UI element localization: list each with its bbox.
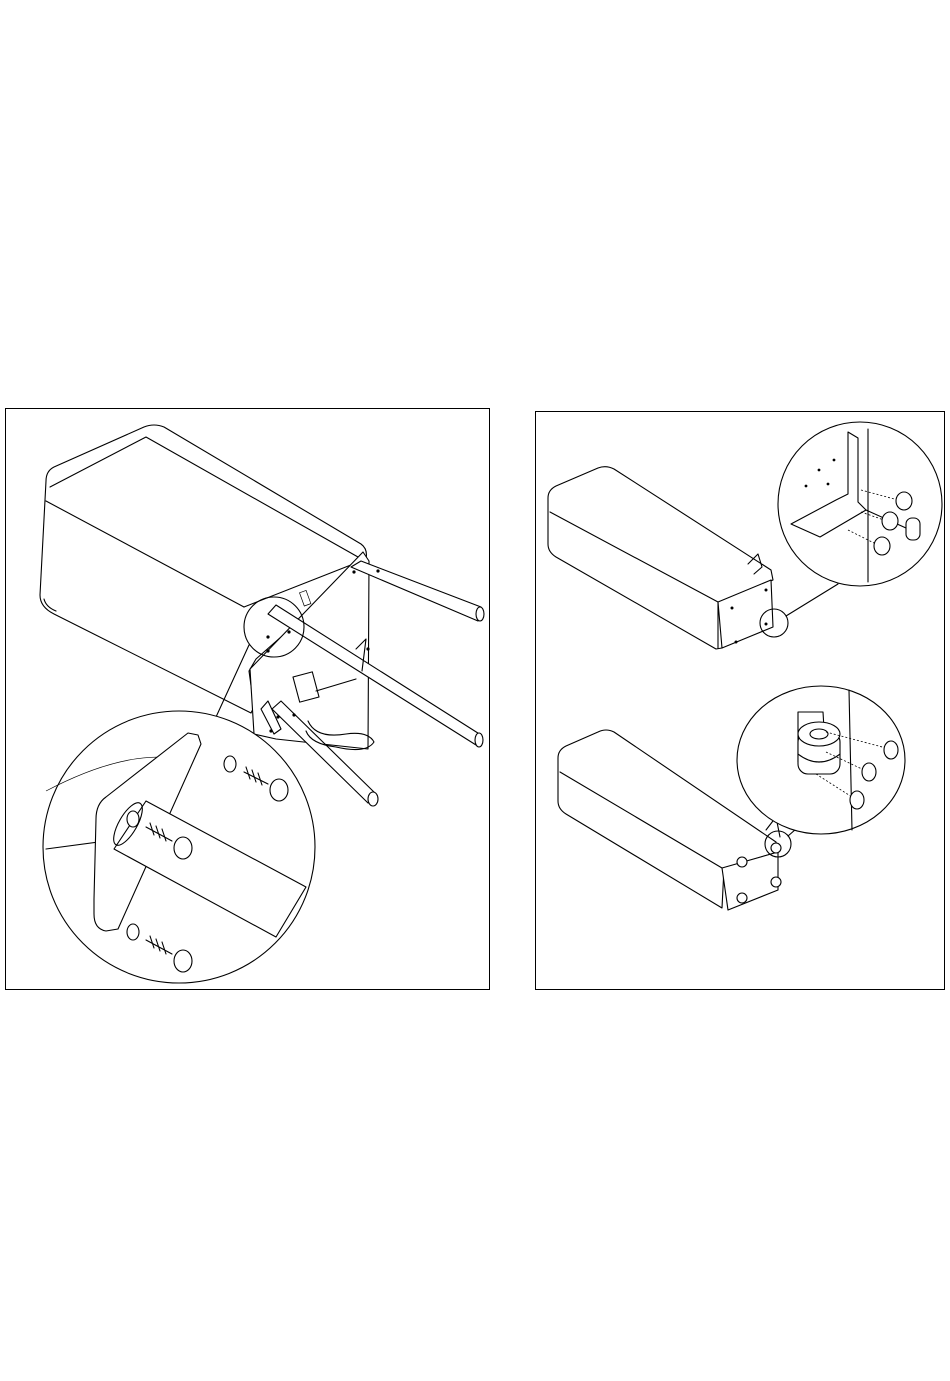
- leg-assembly-illustration: [6, 409, 491, 991]
- bracket-caster-illustration: [536, 412, 946, 991]
- cabinet-top-view: [548, 467, 773, 649]
- leg-assembly-panel: [5, 408, 490, 990]
- bracket-leader-line: [786, 584, 838, 616]
- corner-bracket-detail-callout: [778, 422, 942, 586]
- leg-plate-detail-callout: [43, 711, 315, 983]
- bracket-caster-panel: [535, 411, 945, 990]
- caster-detail-callout: [737, 686, 905, 834]
